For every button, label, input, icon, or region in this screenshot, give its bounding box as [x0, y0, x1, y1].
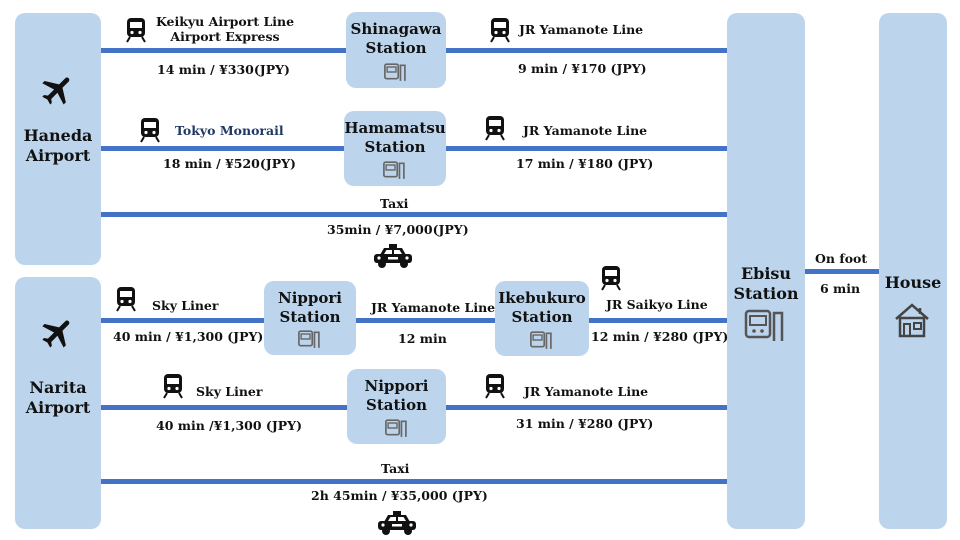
route2-leg2-line-name: JR Yamanote Line [523, 123, 648, 138]
ikebukuro-station-label: Ikebukuro Station [498, 289, 586, 326]
route4-leg2-info: 12 min [398, 331, 447, 346]
walk-line [805, 269, 879, 274]
train-icon [601, 266, 621, 291]
route6-info: 2h 45min / ¥35,000 (JPY) [311, 488, 488, 503]
haneda-airport-label: Haneda Airport [23, 126, 93, 165]
nippori-station-label-2: Nippori Station [364, 377, 429, 414]
route1-leg2-line [446, 48, 727, 53]
station-icon [384, 419, 407, 437]
nippori-station-label-1: Nippori Station [278, 289, 342, 326]
station-icon [298, 330, 320, 348]
route2-leg2-line [446, 146, 727, 151]
route3-info: 35min / ¥7,000(JPY) [327, 222, 469, 237]
station-icon [384, 63, 406, 81]
route6-taxi-line [101, 479, 727, 484]
route5-leg1-line-name: Sky Liner [196, 384, 263, 399]
hamamatsu-station-label: Hamamatsu Station [344, 119, 446, 156]
house-box: House [879, 13, 947, 529]
route5-leg2-line-name: JR Yamanote Line [524, 384, 649, 399]
train-icon [126, 18, 146, 43]
house-icon [895, 303, 929, 338]
train-icon [140, 118, 160, 143]
route4-leg1-line [101, 318, 264, 323]
route4-leg3-info: 12 min / ¥280 (JPY) [591, 329, 729, 344]
station-icon [530, 331, 552, 349]
route3-mode: Taxi [380, 196, 409, 211]
train-icon [485, 116, 505, 141]
route4-leg1-line-name: Sky Liner [152, 298, 219, 313]
nippori-station-box-2: Nippori Station [347, 369, 446, 444]
taxi-icon [374, 244, 412, 268]
route1-leg2-line-name: JR Yamanote Line [519, 22, 644, 37]
train-icon [490, 18, 510, 43]
station-icon [383, 161, 405, 179]
route1-leg1-line-name: Keikyu Airport Line Airport Express [155, 14, 295, 44]
route1-leg2-info: 9 min / ¥170 (JPY) [518, 61, 647, 76]
ikebukuro-station-box: Ikebukuro Station [495, 281, 589, 356]
walk-mode: On foot [815, 251, 868, 266]
route2-leg1-info: 18 min / ¥520(JPY) [163, 156, 296, 171]
route4-leg3-line [589, 318, 727, 323]
walk-info: 6 min [820, 281, 861, 296]
haneda-airport-box: Haneda Airport [15, 13, 101, 265]
shinagawa-station-label: Shinagawa Station [350, 20, 442, 57]
station-icon [744, 309, 784, 341]
route1-leg1-line [101, 48, 346, 53]
route2-leg2-info: 17 min / ¥180 (JPY) [516, 156, 654, 171]
airplane-icon [42, 77, 70, 105]
route2-leg1-line [101, 146, 344, 151]
route1-leg1-info: 14 min / ¥330(JPY) [157, 62, 290, 77]
narita-airport-label: Narita Airport [25, 378, 91, 417]
route6-mode: Taxi [381, 461, 410, 476]
train-icon [116, 287, 136, 312]
route4-leg1-info: 40 min / ¥1,300 (JPY) [113, 329, 264, 344]
taxi-icon [378, 511, 416, 535]
route5-leg2-info: 31 min / ¥280 (JPY) [516, 416, 654, 431]
ebisu-station-box: Ebisu Station [727, 13, 805, 529]
route4-leg2-line [356, 318, 495, 323]
route4-leg2-line-name: JR Yamanote Line [371, 300, 496, 315]
hamamatsu-station-box: Hamamatsu Station [344, 111, 446, 186]
route2-leg1-line-name: Tokyo Monorail [175, 123, 284, 138]
airplane-icon [42, 320, 70, 348]
train-icon [163, 374, 183, 399]
train-icon [485, 374, 505, 399]
route4-leg3-line-name: JR Saikyo Line [606, 297, 708, 312]
route5-leg1-info: 40 min /¥1,300 (JPY) [156, 418, 302, 433]
route3-taxi-line [101, 212, 727, 217]
shinagawa-station-box: Shinagawa Station [346, 12, 446, 88]
route5-leg2-line [446, 405, 727, 410]
ebisu-station-label: Ebisu Station [733, 264, 799, 303]
narita-airport-box: Narita Airport [15, 277, 101, 529]
route5-leg1-line [101, 405, 347, 410]
nippori-station-box-1: Nippori Station [264, 281, 356, 355]
house-label: House [884, 273, 942, 292]
